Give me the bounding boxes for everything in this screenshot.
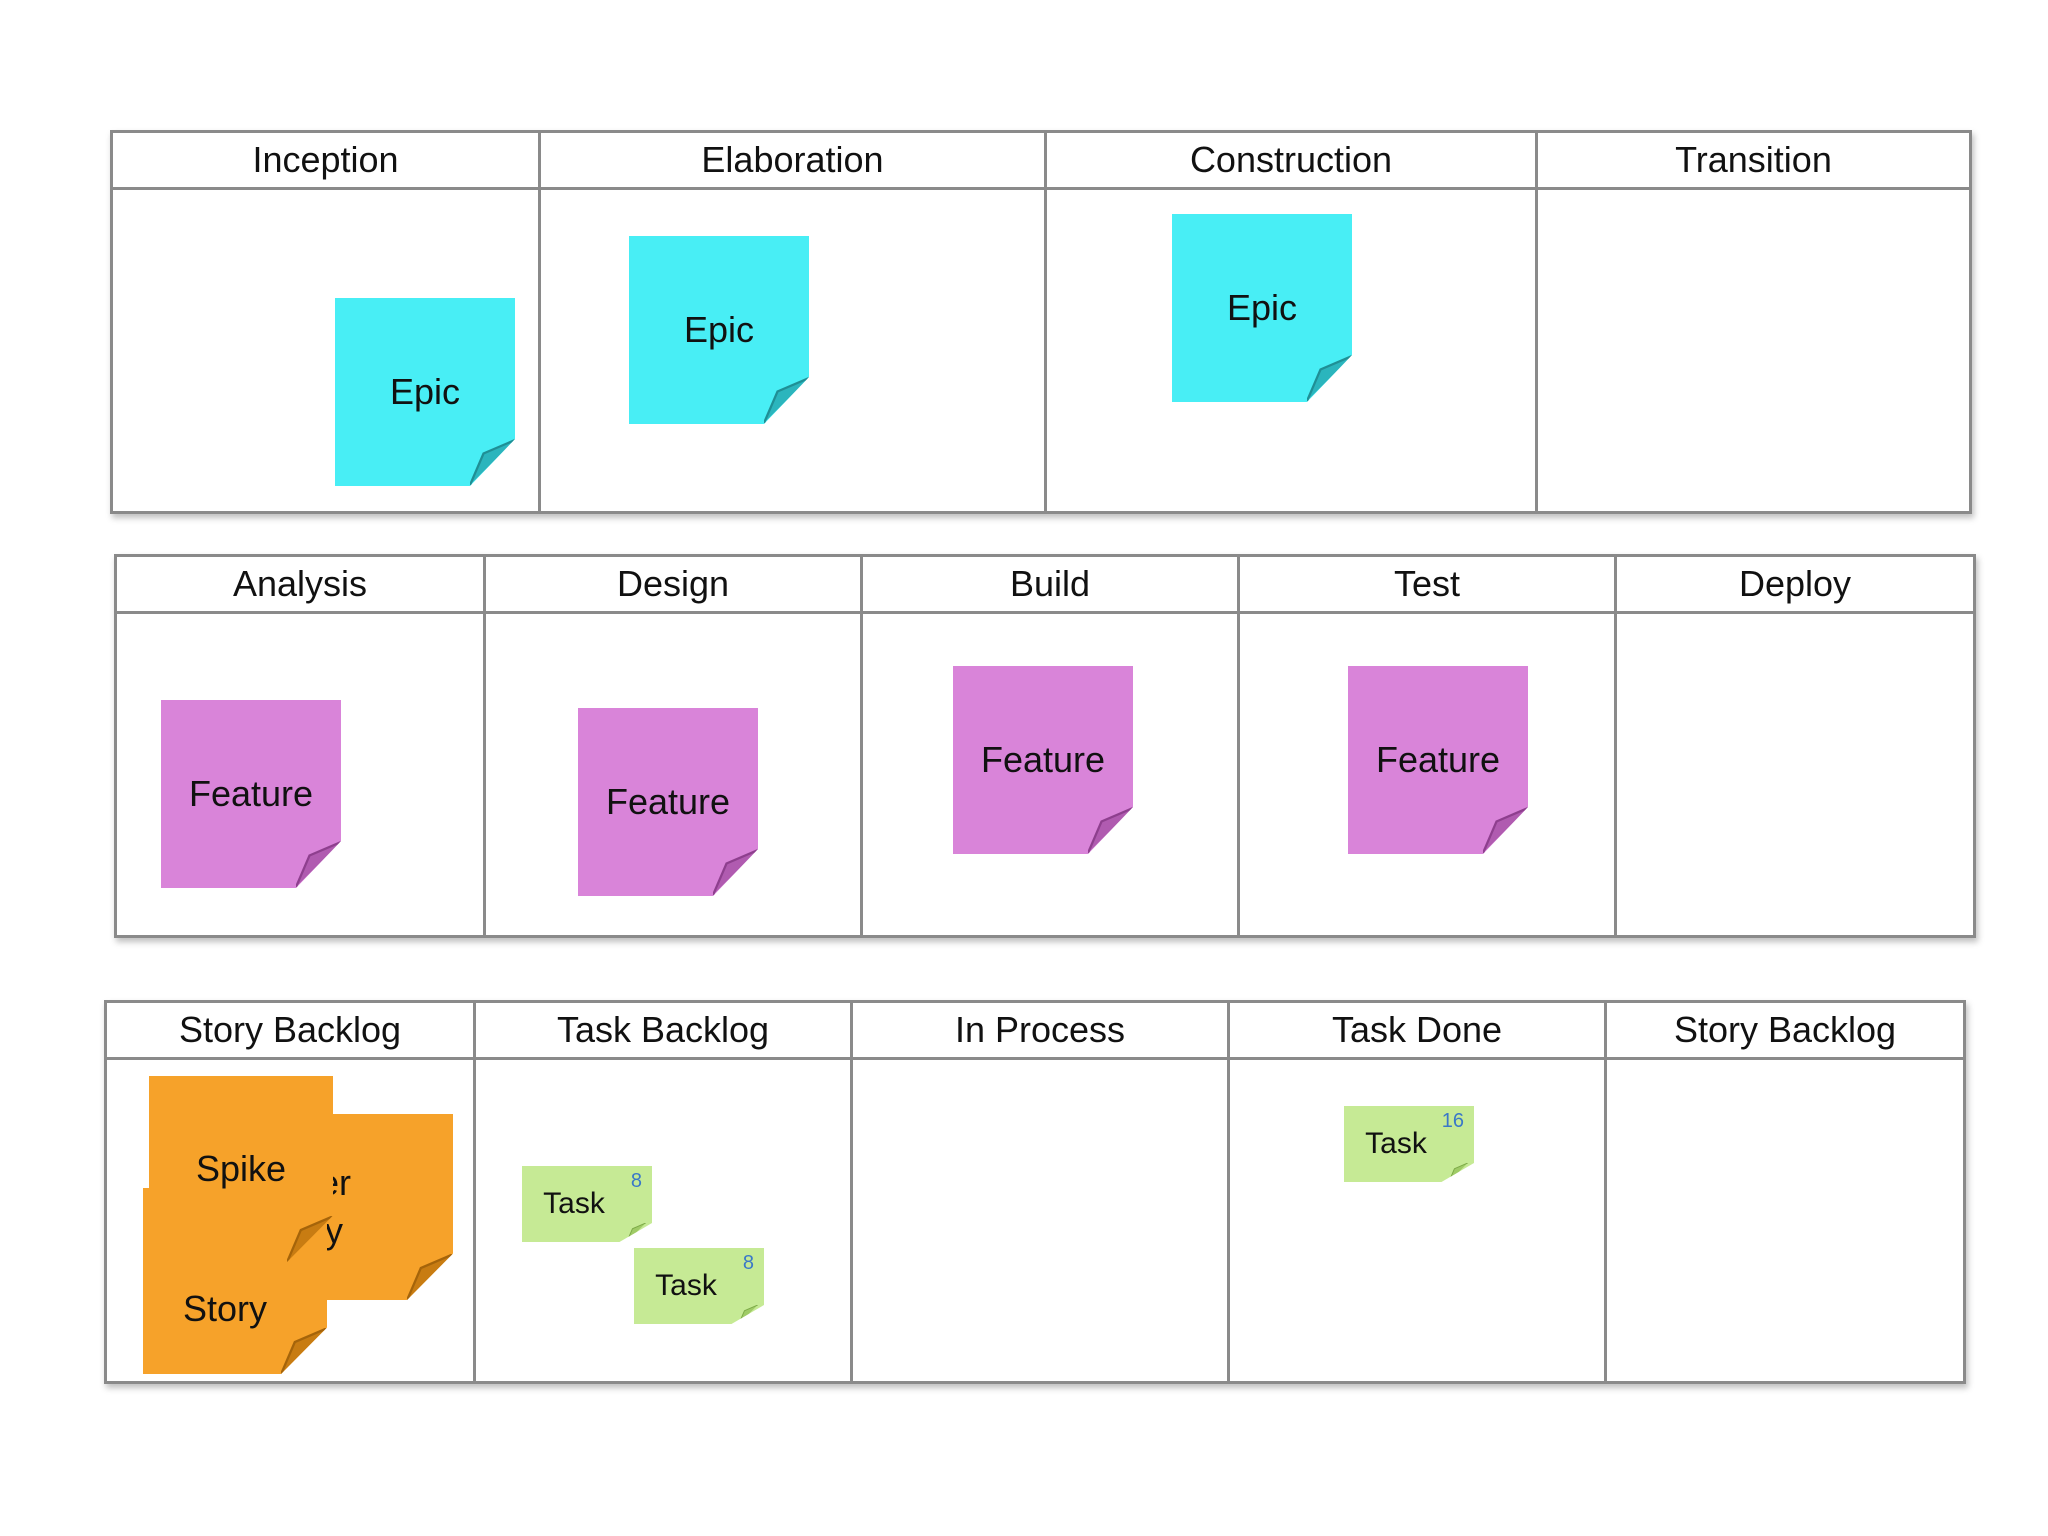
col-header-story-backlog: Story Backlog xyxy=(104,1000,476,1060)
feature-note[interactable]: Feature xyxy=(578,708,758,896)
col-header-transition: Transition xyxy=(1535,130,1972,190)
col-header-task-done: Task Done xyxy=(1227,1000,1607,1060)
col-analysis: Feature xyxy=(114,611,486,938)
fold-corner-icon xyxy=(1483,807,1528,854)
epic-note[interactable]: Epic xyxy=(335,298,515,486)
col-story-backlog-done xyxy=(1604,1057,1966,1384)
spike-label: Spike xyxy=(195,1148,287,1189)
feature-label: Feature xyxy=(980,739,1106,780)
task-note[interactable]: Task 16 xyxy=(1344,1106,1474,1182)
col-task-backlog: Task 8 Task 8 xyxy=(473,1057,853,1384)
col-header-analysis: Analysis xyxy=(114,554,486,614)
col-test: Feature xyxy=(1237,611,1617,938)
story-label: Story xyxy=(182,1288,268,1329)
fold-corner-icon xyxy=(764,377,809,424)
feature-note[interactable]: Feature xyxy=(953,666,1133,854)
col-header-story-backlog-done: Story Backlog xyxy=(1604,1000,1966,1060)
task-note[interactable]: Task 8 xyxy=(634,1248,764,1324)
col-header-elaboration: Elaboration xyxy=(538,130,1047,190)
fold-corner-icon xyxy=(470,439,515,486)
fold-corner-icon xyxy=(281,1327,327,1374)
col-header-in-process: In Process xyxy=(850,1000,1230,1060)
epic-label: Epic xyxy=(389,371,461,412)
phase-board: Inception Elaboration Construction Trans… xyxy=(110,130,1972,514)
fold-corner-icon xyxy=(296,841,341,888)
epic-note[interactable]: Epic xyxy=(1172,214,1352,402)
col-transition xyxy=(1535,187,1972,514)
spike-note[interactable]: Spike xyxy=(149,1076,333,1262)
col-header-design: Design xyxy=(483,554,863,614)
fold-corner-icon xyxy=(407,1253,453,1300)
fold-corner-icon xyxy=(713,849,758,896)
col-header-task-backlog: Task Backlog xyxy=(473,1000,853,1060)
fold-corner-icon xyxy=(1442,1163,1475,1182)
task-label: Task xyxy=(655,1269,717,1302)
col-elaboration: Epic xyxy=(538,187,1047,514)
col-header-construction: Construction xyxy=(1044,130,1538,190)
col-inception: Epic xyxy=(110,187,541,514)
epic-label: Epic xyxy=(1226,287,1298,328)
fold-corner-icon xyxy=(732,1305,765,1324)
col-header-test: Test xyxy=(1237,554,1617,614)
col-task-done: Task 16 xyxy=(1227,1057,1607,1384)
col-design: Feature xyxy=(483,611,863,938)
col-deploy xyxy=(1614,611,1976,938)
col-in-process xyxy=(850,1057,1230,1384)
task-label: Task xyxy=(543,1187,605,1220)
task-label: Task xyxy=(1365,1127,1427,1160)
col-header-inception: Inception xyxy=(110,130,541,190)
task-points: 8 xyxy=(742,1252,754,1274)
task-board: Story Backlog Task Backlog In Process Ta… xyxy=(104,1000,1966,1384)
task-points: 16 xyxy=(1441,1110,1464,1132)
feature-label: Feature xyxy=(605,781,731,822)
feature-label: Feature xyxy=(1375,739,1501,780)
fold-corner-icon xyxy=(1307,355,1352,402)
col-build: Feature xyxy=(860,611,1240,938)
feature-label: Feature xyxy=(188,773,314,814)
col-header-build: Build xyxy=(860,554,1240,614)
fold-corner-icon xyxy=(620,1223,653,1242)
task-note[interactable]: Task 8 xyxy=(522,1166,652,1242)
epic-note[interactable]: Epic xyxy=(629,236,809,424)
feature-note[interactable]: Feature xyxy=(1348,666,1528,854)
col-header-deploy: Deploy xyxy=(1614,554,1976,614)
fold-corner-icon xyxy=(1088,807,1133,854)
task-points: 8 xyxy=(630,1170,642,1192)
epic-label: Epic xyxy=(683,309,755,350)
feature-note[interactable]: Feature xyxy=(161,700,341,888)
col-construction: Epic xyxy=(1044,187,1538,514)
feature-board: Analysis Design Build Test Deploy Featur… xyxy=(114,554,1976,938)
col-story-backlog: Jser tory Story Spike xyxy=(104,1057,476,1384)
